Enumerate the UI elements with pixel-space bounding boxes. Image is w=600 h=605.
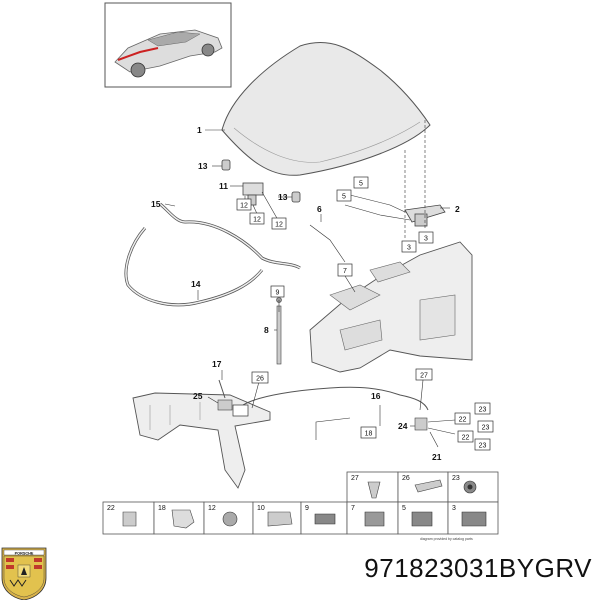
left-hinge bbox=[242, 182, 264, 206]
legend-bottom-1: 22 bbox=[107, 505, 115, 512]
callout-17: 17 bbox=[212, 359, 222, 369]
release-cable bbox=[242, 386, 429, 411]
callout-12a: 12 bbox=[240, 203, 248, 210]
fasteners-legend: 27 26 23 22 18 12 10 9 7 5 3 diagram pro… bbox=[102, 471, 499, 541]
rubber-buffer-right bbox=[291, 191, 301, 203]
cable-17 bbox=[218, 379, 226, 399]
legend-footer-text: diagram provided by catalog parts bbox=[420, 537, 473, 541]
plain-callouts: 1 2 6 8 11 13 13 14 15 16 17 21 24 25 bbox=[151, 125, 460, 462]
callout-25: 25 bbox=[193, 391, 203, 401]
callout-16: 16 bbox=[371, 391, 381, 401]
callout-7: 7 bbox=[343, 268, 347, 275]
lock-25 bbox=[217, 399, 233, 411]
callout-12c: 12 bbox=[275, 222, 283, 229]
legend-top-1: 27 bbox=[351, 475, 359, 482]
front-body-structure bbox=[309, 241, 473, 373]
callout-26: 26 bbox=[256, 376, 264, 383]
callout-5a: 5 bbox=[359, 181, 363, 188]
legend-bottom-2: 18 bbox=[158, 505, 166, 512]
callout-23a: 23 bbox=[479, 407, 487, 414]
callout-6: 6 bbox=[317, 204, 322, 214]
lock-carrier bbox=[132, 392, 271, 489]
callout-8: 8 bbox=[264, 325, 269, 335]
callout-1: 1 bbox=[197, 125, 202, 135]
callout-12b: 12 bbox=[253, 217, 261, 224]
callout-21: 21 bbox=[432, 452, 442, 462]
rubber-buffer-left bbox=[221, 159, 231, 171]
legend-bottom-7: 5 bbox=[402, 505, 406, 512]
callout-18: 18 bbox=[365, 431, 373, 438]
hood-seal bbox=[124, 202, 301, 307]
callout-5b: 5 bbox=[342, 194, 346, 201]
boxed-callouts: 12 12 12 5 5 3 3 7 9 26 18 27 22 22 23 2… bbox=[232, 176, 494, 451]
callout-13b: 13 bbox=[278, 192, 288, 202]
legend-top-2: 26 bbox=[402, 475, 410, 482]
legend-bottom-6: 7 bbox=[351, 505, 355, 512]
callout-24: 24 bbox=[398, 421, 408, 431]
callout-23c: 23 bbox=[479, 443, 487, 450]
porsche-crest-logo: PORSCHE bbox=[1, 547, 47, 601]
handle-24 bbox=[414, 417, 428, 431]
callout-13a: 13 bbox=[198, 161, 208, 171]
callout-22b: 22 bbox=[462, 435, 470, 442]
callout-14: 14 bbox=[191, 279, 201, 289]
hood-panel bbox=[221, 42, 431, 176]
callout-3b: 3 bbox=[424, 236, 428, 243]
logo-wordmark: PORSCHE bbox=[15, 552, 34, 556]
legend-bottom-5: 9 bbox=[305, 505, 309, 512]
legend-top-3: 23 bbox=[452, 475, 460, 482]
callout-27: 27 bbox=[420, 373, 428, 380]
callout-22a: 22 bbox=[459, 417, 467, 424]
callout-3a: 3 bbox=[407, 245, 411, 252]
legend-bottom-4: 10 bbox=[257, 505, 265, 512]
callout-9: 9 bbox=[276, 290, 280, 297]
callout-11: 11 bbox=[219, 181, 228, 191]
legend-bottom-3: 12 bbox=[208, 505, 216, 512]
callout-15: 15 bbox=[151, 199, 161, 209]
part-number-label: 971823031BYGRV bbox=[364, 553, 592, 583]
right-hinge bbox=[404, 204, 446, 227]
callout-23b: 23 bbox=[482, 425, 490, 432]
vehicle-thumbnail bbox=[104, 2, 232, 88]
legend-bottom-8: 3 bbox=[452, 505, 456, 512]
callout-2: 2 bbox=[455, 204, 460, 214]
